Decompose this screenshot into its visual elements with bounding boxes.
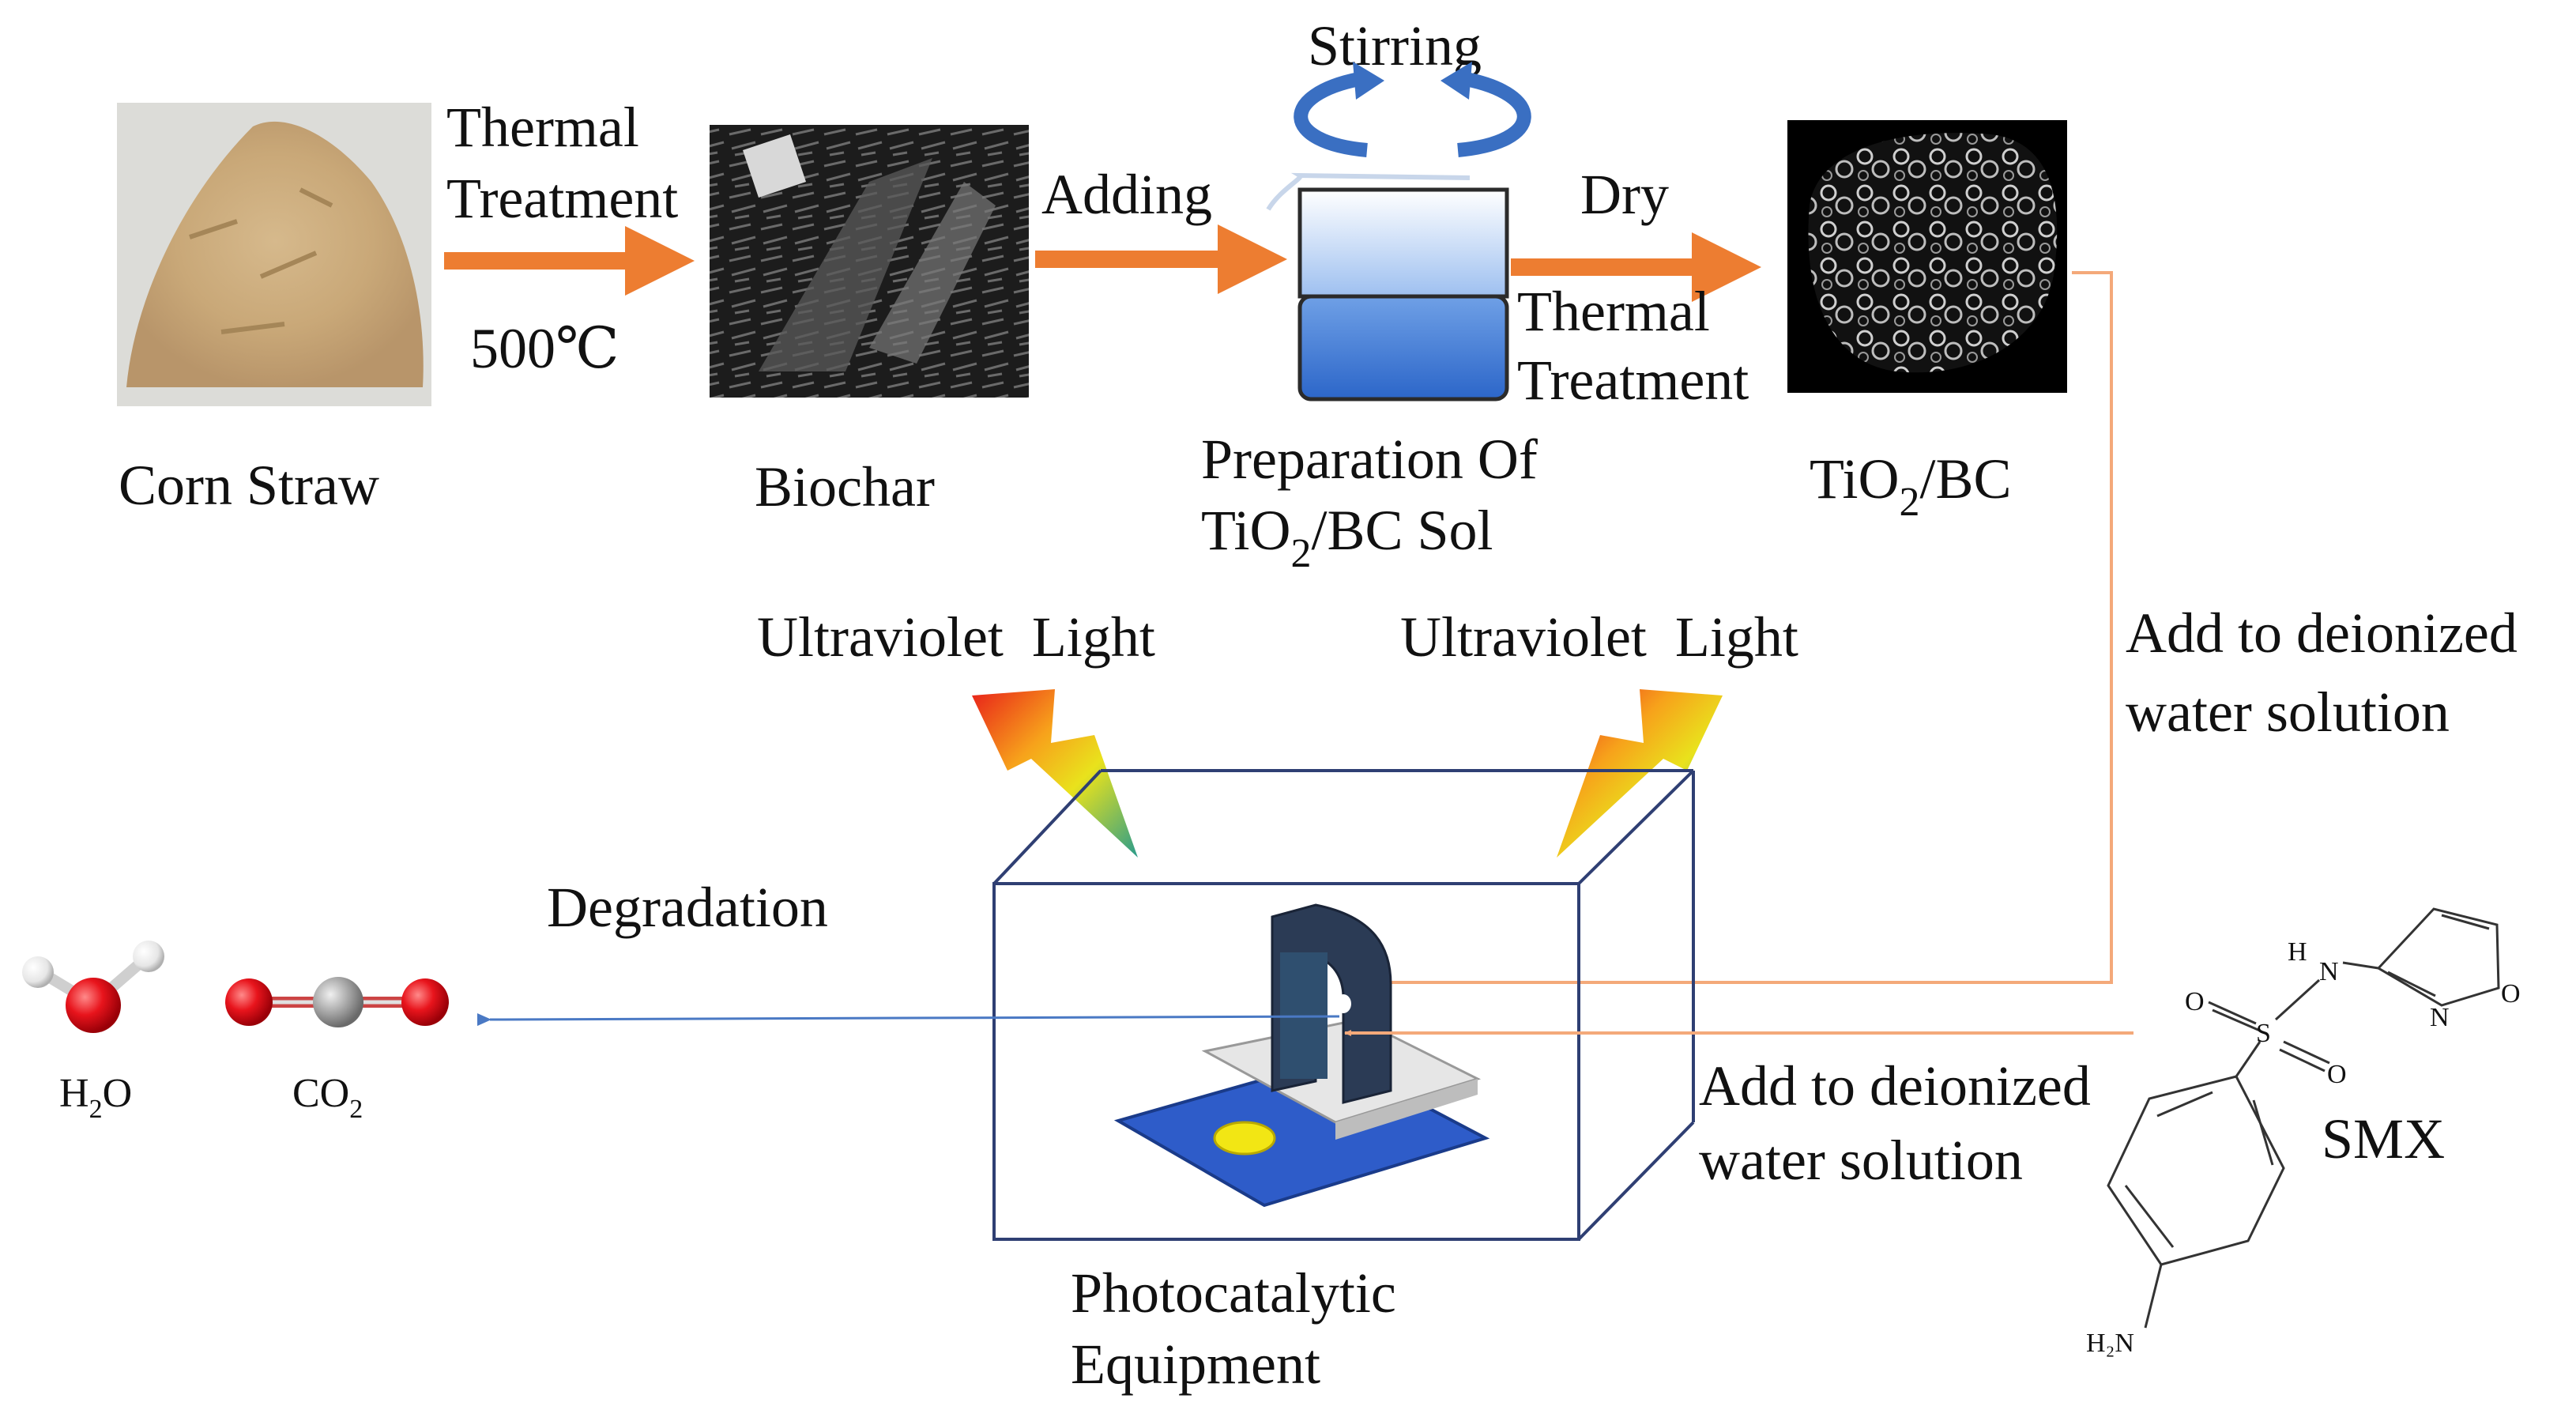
add-to-water-top-line1: Add to deionized — [2126, 601, 2518, 665]
smx-atom-n1: N — [2319, 957, 2339, 986]
lightning-right-icon — [1557, 689, 1723, 858]
water-label: H2O — [59, 1071, 132, 1124]
thermal-treatment-1-line2: Treatment — [446, 167, 678, 230]
water-molecule-icon — [22, 941, 164, 1033]
corn-straw-label: Corn Straw — [119, 454, 379, 517]
add-to-water-top-line2: water solution — [2126, 680, 2450, 744]
beaker-icon — [1266, 172, 1509, 402]
sol-label-line1: Preparation Of — [1201, 428, 1538, 491]
smx-atoms: S O O H N N O H₂N — [2086, 937, 2521, 1358]
dry-label: Dry — [1580, 163, 1669, 226]
flow-line-tio2-to-equipment — [1343, 271, 2113, 986]
smx-atom-h: H — [2288, 937, 2307, 967]
degradation-label: Degradation — [547, 876, 828, 939]
thermal-treatment-1-line1: Thermal — [446, 96, 639, 159]
photocatalytic-box — [992, 769, 1695, 1241]
uv-light-left-label: Ultraviolet Light — [757, 605, 1155, 669]
co2-label: CO2 — [292, 1071, 363, 1124]
smx-atom-o-ring: O — [2501, 979, 2521, 1008]
stirring-arrow-left-icon — [1294, 62, 1384, 157]
tio2-bc-label: TiO2/BC — [1810, 447, 2012, 525]
smx-atom-o1: O — [2185, 987, 2205, 1016]
thermal-treatment-2-line2: Treatment — [1517, 349, 1749, 412]
stirring-arrow-right-icon — [1441, 62, 1531, 157]
smx-label: SMX — [2322, 1107, 2445, 1171]
add-to-water-bottom-line2: water solution — [1699, 1129, 2023, 1192]
thermal-treatment-2-line1: Thermal — [1517, 280, 1710, 343]
stirring-label: Stirring — [1308, 14, 1482, 77]
add-to-water-bottom-line1: Add to deionized — [1699, 1054, 2091, 1118]
biochar-sem-image — [710, 125, 1029, 398]
adding-label: Adding — [1041, 163, 1212, 226]
uv-light-right-label: Ultraviolet Light — [1400, 605, 1798, 669]
smx-atom-amine: H₂N — [2086, 1329, 2134, 1358]
degradation-arrow — [476, 1013, 1340, 1027]
biochar-label: Biochar — [755, 455, 935, 518]
photoreactor-icon — [1113, 903, 1490, 1208]
smx-atom-s: S — [2256, 1019, 2271, 1048]
co2-molecule-icon — [225, 977, 449, 1027]
sol-label-line2: TiO2/BC Sol — [1201, 499, 1493, 576]
smx-structure-icon — [2107, 907, 2500, 1329]
smx-atom-n2: N — [2430, 1003, 2450, 1032]
equipment-label-line1: Photocatalytic — [1071, 1261, 1396, 1325]
corn-straw-image — [117, 103, 431, 406]
tio2-bc-sem-image — [1787, 120, 2067, 393]
equipment-label-line2: Equipment — [1071, 1333, 1320, 1396]
temperature-label: 500℃ — [470, 317, 620, 380]
lightning-left-icon — [972, 689, 1138, 858]
smx-atom-o2: O — [2327, 1060, 2347, 1089]
